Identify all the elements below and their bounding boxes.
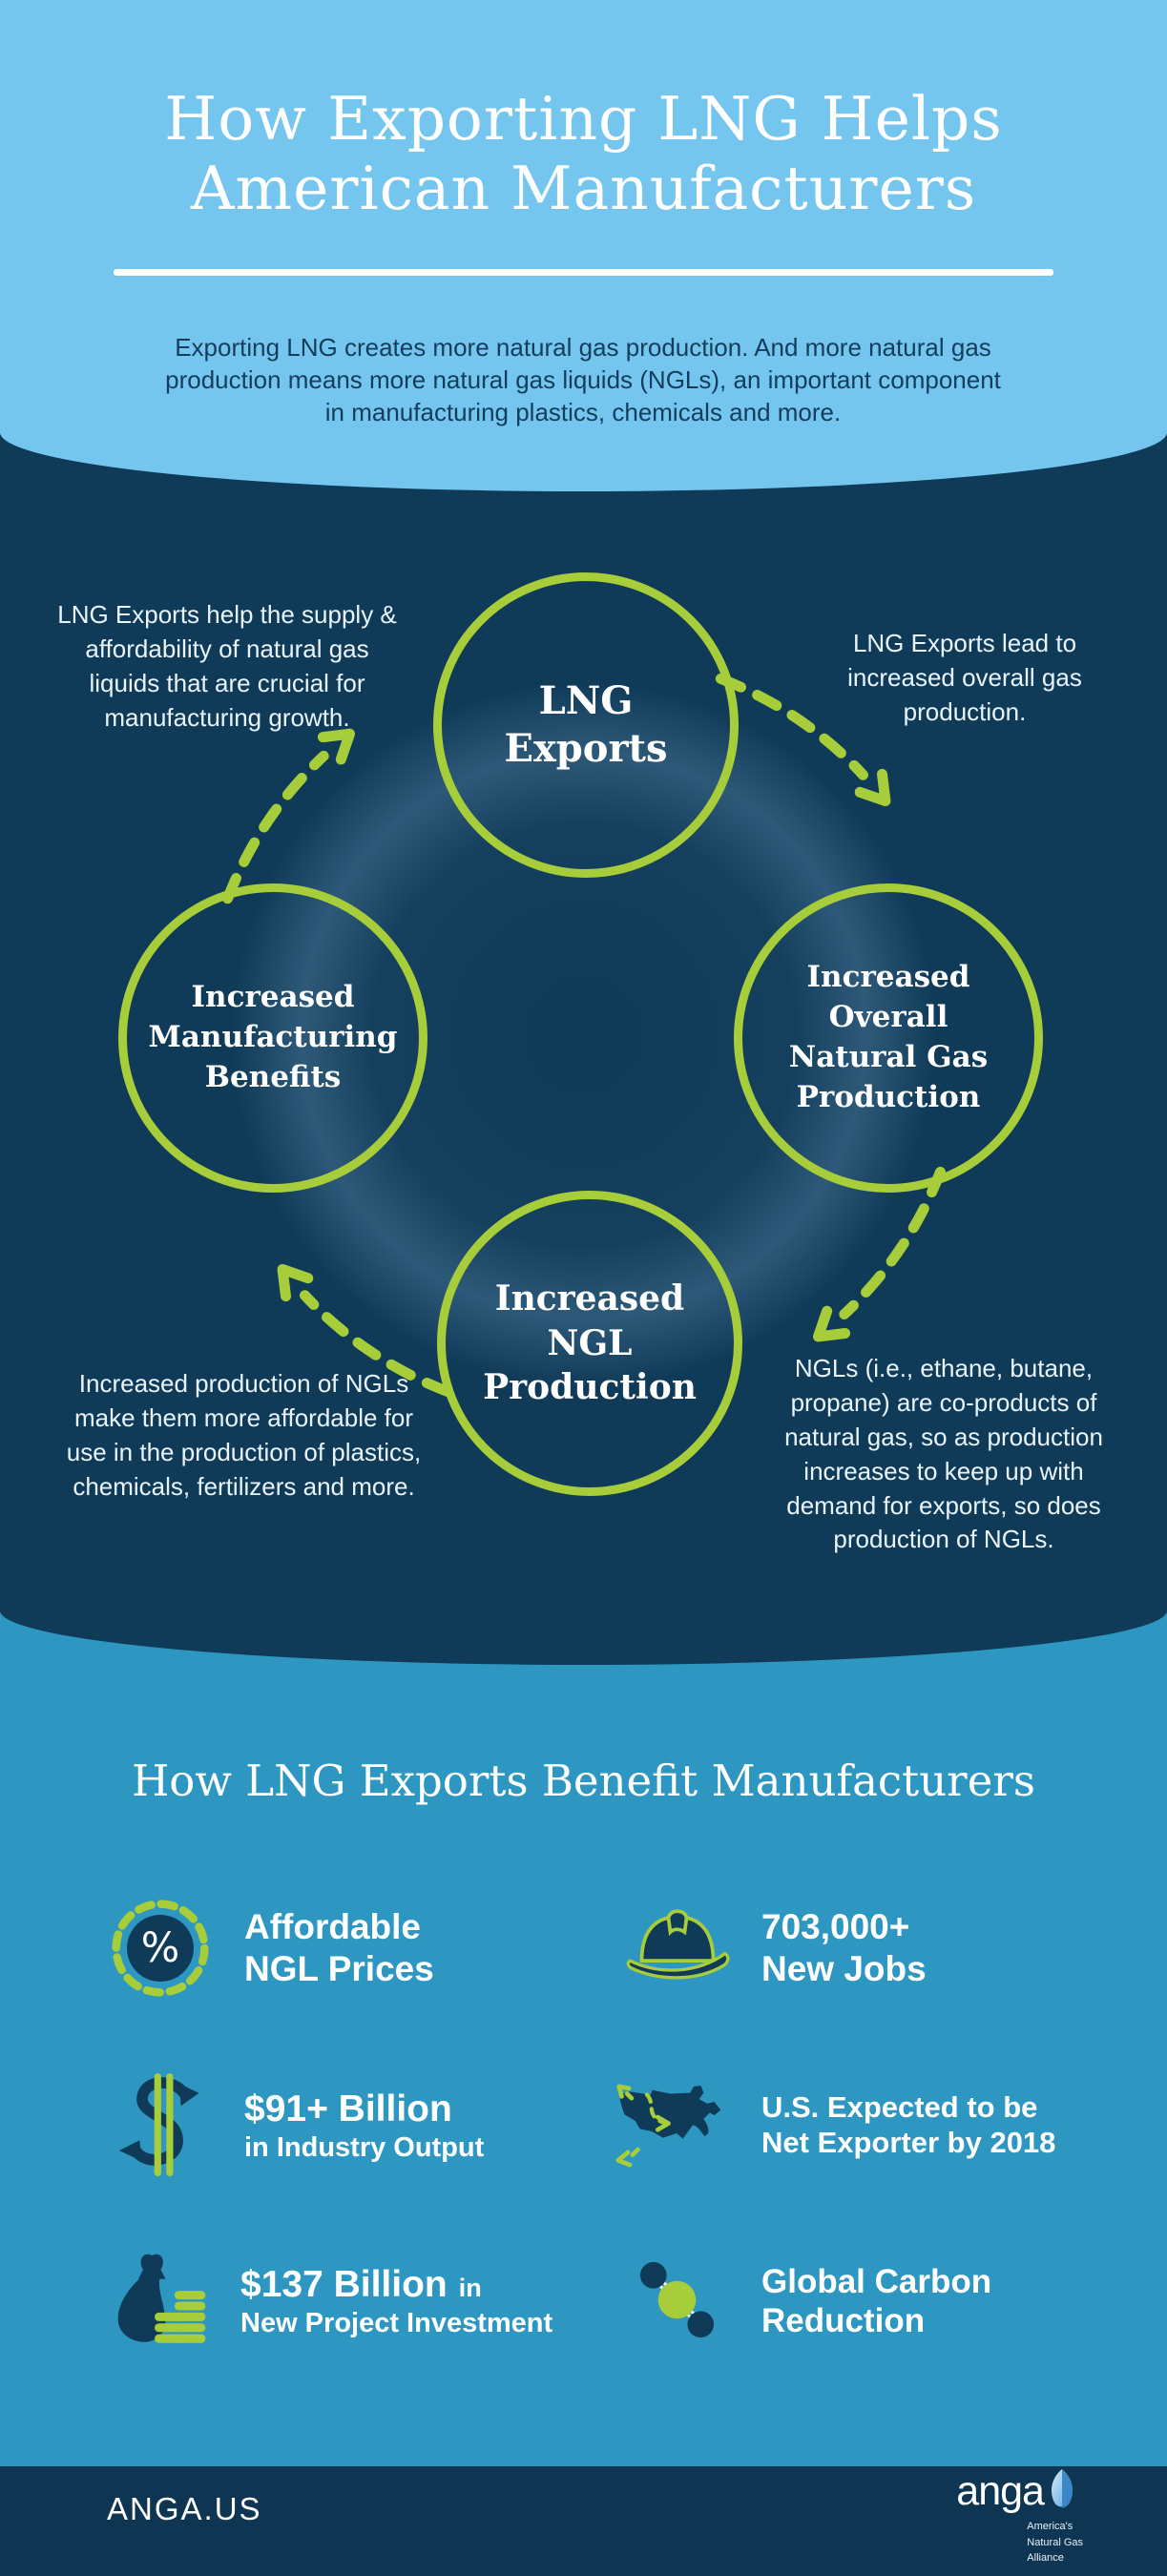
annotation-bottom-right: NGLs (i.e., ethane, butane, propane) are… — [784, 1354, 1103, 1554]
stat-line2: in Industry Output — [244, 2131, 485, 2163]
page-title: How Exporting LNG Helps American Manufac… — [0, 84, 1167, 223]
dashed-arc-lower-left — [300, 1290, 453, 1397]
dashed-arc-lower-right — [839, 1166, 946, 1319]
anga-tagline-line: Alliance — [1027, 2552, 1064, 2564]
arrowhead-up-left-icon — [277, 1263, 314, 1302]
anga-wordmark: anga — [956, 2468, 1045, 2514]
node-label-line: Increased — [191, 980, 355, 1015]
us-map-icon — [613, 2059, 742, 2192]
stat-line2: New Project Investment — [240, 2307, 553, 2338]
page-title-line2: American Manufacturers — [190, 154, 977, 224]
annotation-top-right: LNG Exports lead to increased overall ga… — [847, 629, 1082, 726]
arrowhead-up-right-icon — [317, 728, 356, 765]
anga-tagline-line: Natural Gas — [1027, 2536, 1083, 2548]
cycle-band: LNG Exports Increased Overall Natural Ga… — [0, 434, 1167, 1665]
anga-tagline: America's Natural Gas Alliance — [1027, 2519, 1083, 2566]
header-band: How Exporting LNG Helps American Manufac… — [0, 0, 1167, 491]
page-title-line1: How Exporting LNG Helps — [164, 84, 1003, 154]
stat-net-exporter: U.S. Expected to be Net Exporter by 2018 — [613, 2059, 1055, 2192]
node-label-line: Natural Gas — [788, 1040, 989, 1074]
dollar-exchange-icon — [95, 2059, 225, 2192]
stat-line1: Global Carbon — [761, 2262, 992, 2300]
stat-line1: 703,000+ — [761, 1907, 910, 1947]
node-label-line: NGL — [547, 1322, 633, 1363]
cycle-node-increased-ngl-production: Increased NGL Production — [437, 1191, 742, 1496]
anga-tagline-line: America's — [1027, 2521, 1073, 2532]
node-label-line: Exports — [504, 726, 668, 771]
arrowhead-down-left-icon — [812, 1305, 851, 1342]
stat-new-jobs: 703,000+ New Jobs — [613, 1881, 927, 2015]
svg-text:%: % — [141, 1925, 179, 1972]
annotation-top-left: LNG Exports help the supply & affordabil… — [57, 600, 397, 732]
molecule-icon — [613, 2234, 742, 2368]
benefits-band: How LNG Exports Benefit Manufacturers % … — [0, 1612, 1167, 2466]
cycle-node-lng-exports: LNG Exports — [433, 572, 739, 878]
cycle-node-increased-manufacturing-benefits: Increased Manufacturing Benefits — [118, 883, 427, 1193]
percent-icon: % — [95, 1881, 225, 2015]
node-label-line: Increased — [806, 960, 970, 995]
dashed-arc-upper-right — [715, 673, 868, 780]
node-label-line: Benefits — [204, 1059, 342, 1094]
stat-line2: Reduction — [761, 2302, 926, 2339]
stat-line1: U.S. Expected to be — [761, 2090, 1038, 2125]
benefits-heading: How LNG Exports Benefit Manufacturers — [132, 1755, 1035, 1806]
node-label-line: Production — [796, 1079, 981, 1114]
title-divider — [114, 269, 1053, 276]
stat-industry-output: $91+ Billion in Industry Output — [95, 2059, 484, 2192]
footer-website-link[interactable]: ANGA.US — [107, 2491, 262, 2526]
intro-paragraph: Exporting LNG creates more natural gas p… — [165, 333, 1001, 426]
node-label-line: Manufacturing — [148, 1020, 398, 1055]
hard-hat-icon — [613, 1881, 742, 2015]
footer-band: ANGA.US anga — [0, 2466, 1167, 2576]
stat-line1: $91+ Billion — [244, 2088, 452, 2129]
stat-line2: NGL Prices — [244, 1949, 434, 1988]
cycle-arrows-decoration — [222, 673, 946, 1397]
anga-flame-icon — [1046, 2468, 1078, 2517]
node-label-line: LNG — [538, 678, 634, 723]
stat-line2: Net Exporter by 2018 — [761, 2126, 1056, 2159]
money-bag-icon — [92, 2234, 221, 2368]
annotation-bottom-left: Increased production of NGLs make them m… — [66, 1369, 422, 1501]
stat-affordable-ngl-prices: % Affordable NGL Prices — [95, 1881, 434, 2015]
stat-global-carbon-reduction: Global Carbon Reduction — [613, 2234, 991, 2368]
node-label-line: Overall — [828, 1000, 948, 1035]
node-label-line: Production — [483, 1367, 697, 1408]
cycle-node-increased-overall-production: Increased Overall Natural Gas Production — [734, 883, 1043, 1193]
dashed-arc-upper-left — [222, 750, 329, 904]
stat-line2: New Jobs — [761, 1949, 927, 1988]
stat-line1: Affordable — [244, 1907, 421, 1947]
anga-logo: anga America's — [956, 2468, 1083, 2566]
arrowhead-down-right-icon — [854, 768, 891, 807]
node-label-line: Increased — [494, 1278, 685, 1319]
cycle-glow — [231, 682, 937, 1388]
